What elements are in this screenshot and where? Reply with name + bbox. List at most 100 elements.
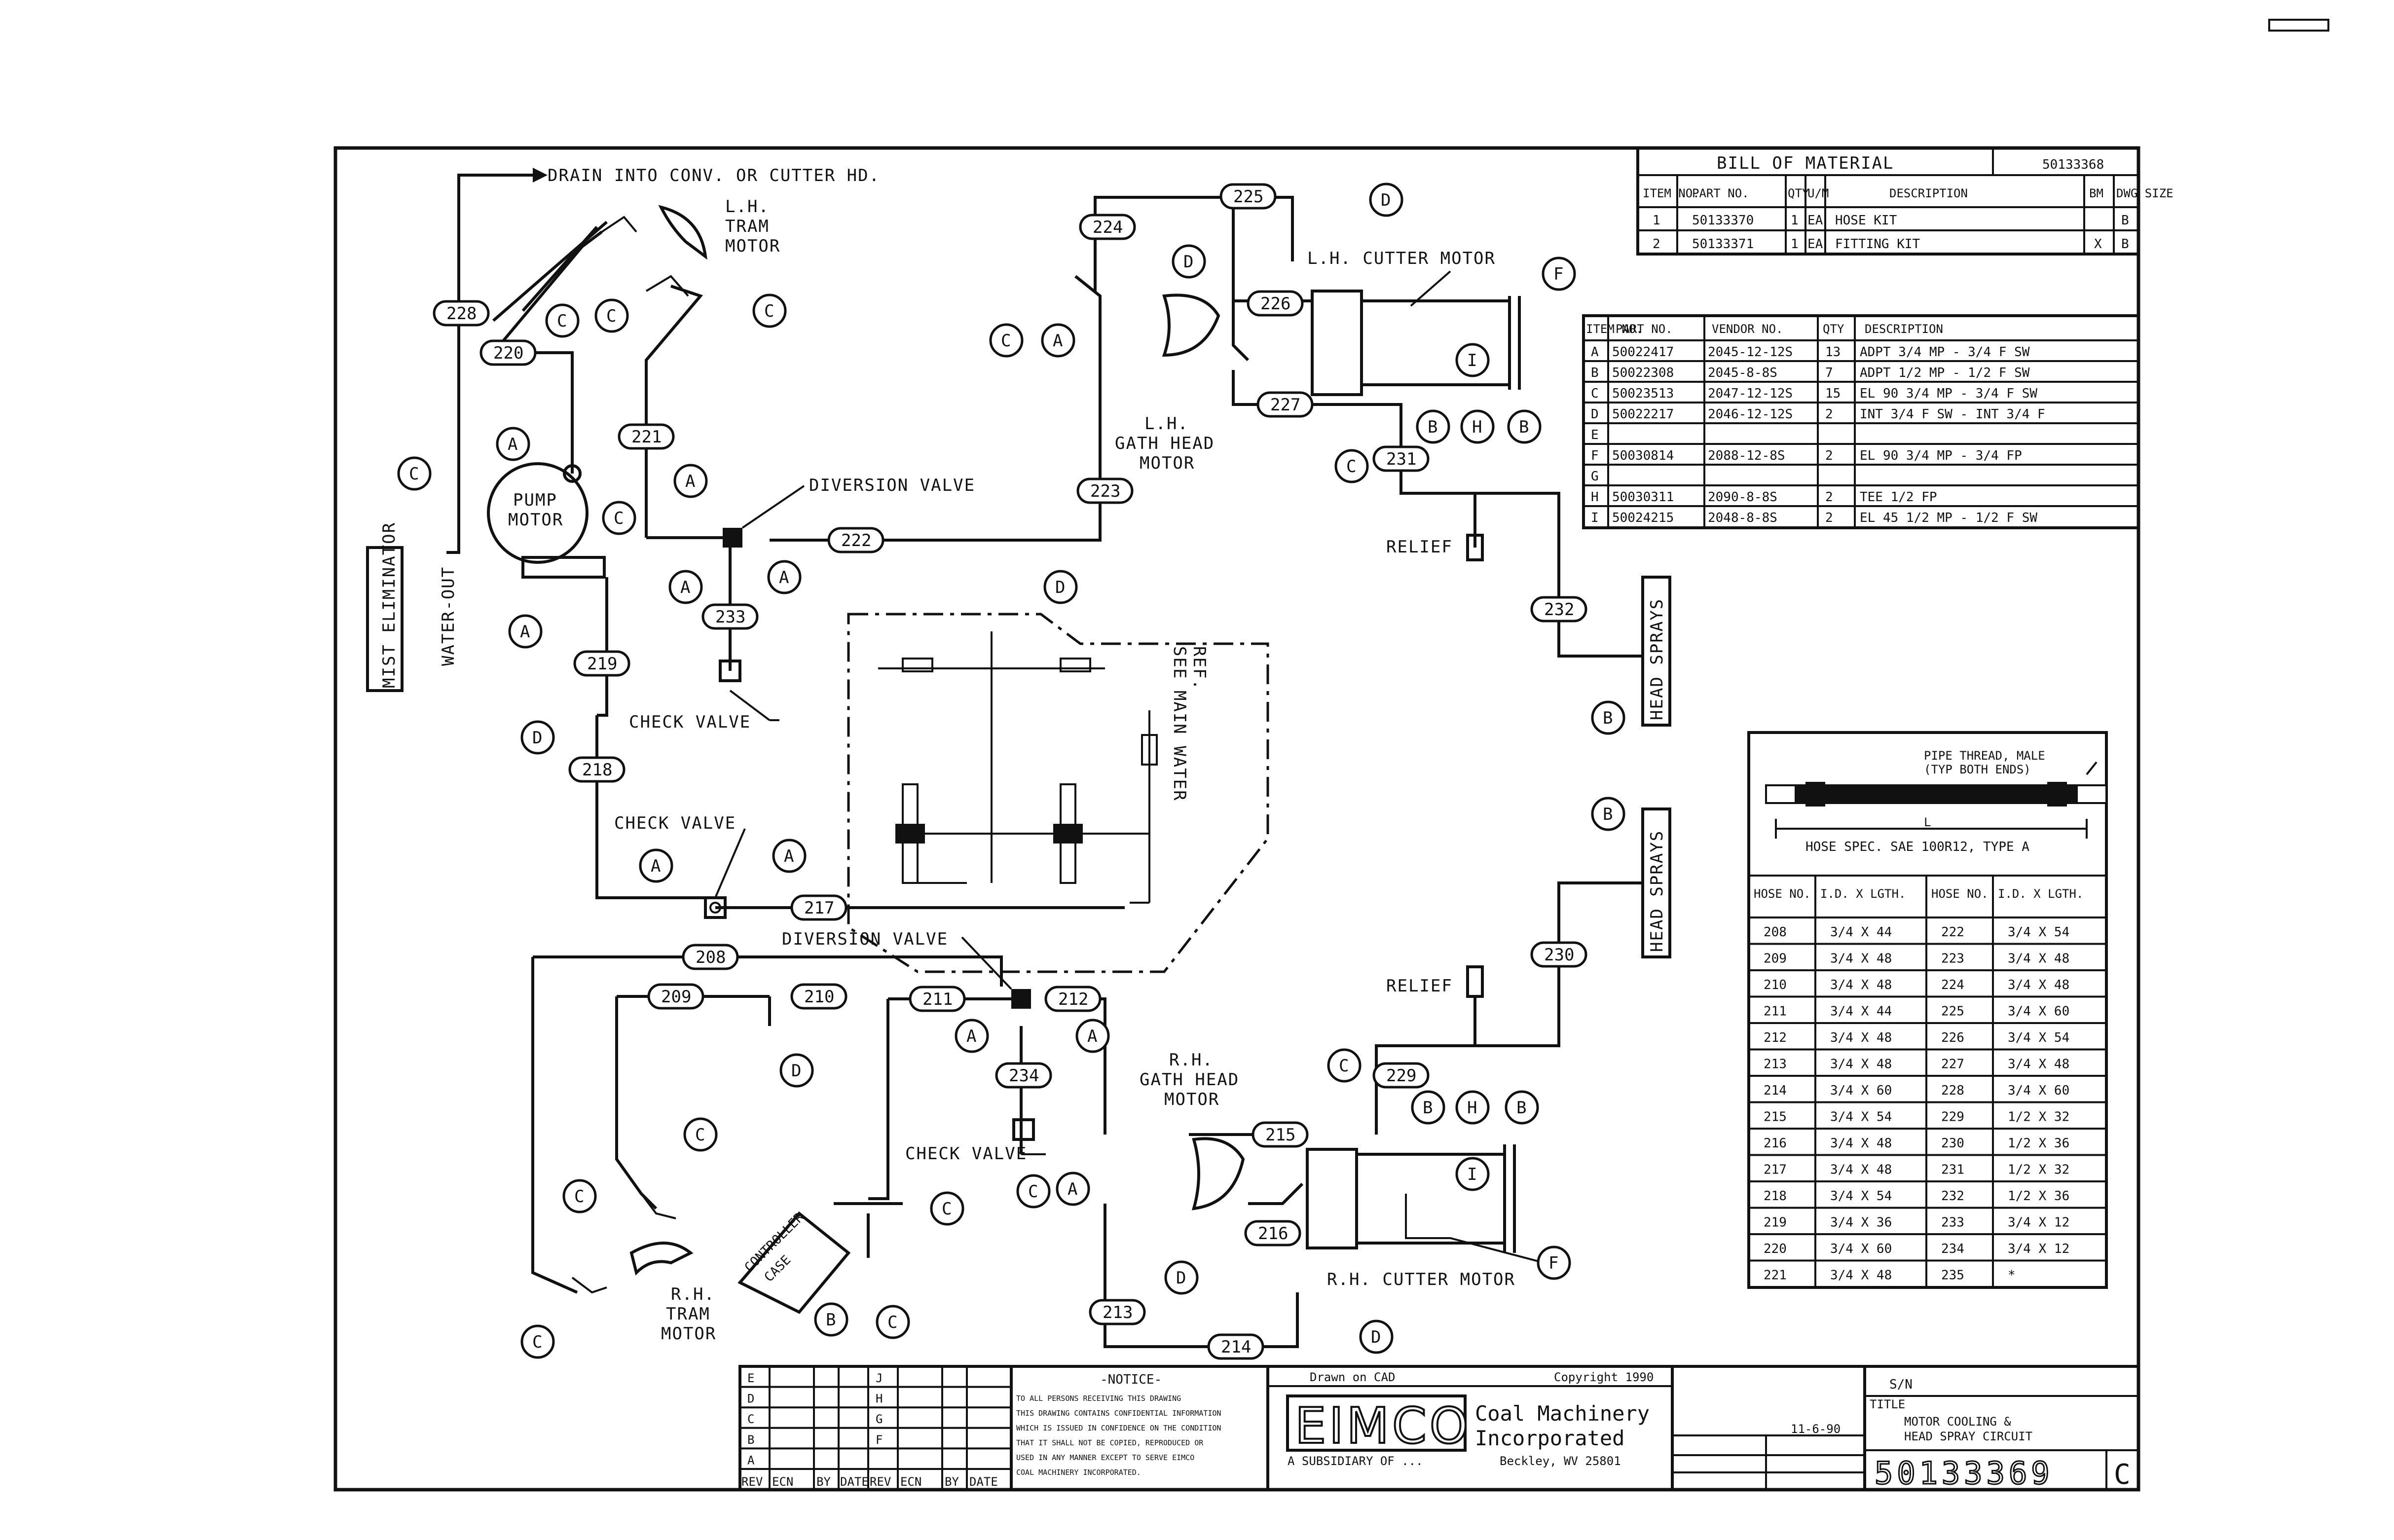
svg-text:B: B: [1603, 805, 1613, 824]
fittings-cell: 2048-8-8S: [1708, 511, 1777, 525]
company-name: Incorporated: [1475, 1426, 1624, 1450]
fittings-cell: G: [1591, 469, 1599, 484]
fittings-cell: ADPT 1/2 MP - 1/2 F SW: [1860, 366, 2030, 380]
fitting-bubble-a: A: [668, 570, 703, 604]
notice-line: COAL MACHINERY INCORPORATED.: [1016, 1468, 1141, 1477]
hose-tag-225: 225: [1219, 183, 1277, 210]
fitting-bubble-a: A: [673, 464, 708, 498]
hose-cell: *: [2008, 1268, 2016, 1283]
corner-stamp-box: [2268, 19, 2329, 32]
hose-cell: 3/4 X 48: [1830, 1030, 1892, 1045]
fitting-bubble-c: C: [520, 1324, 555, 1359]
notice-title: -NOTICE-: [1100, 1372, 1162, 1387]
svg-text:1: 1: [1791, 237, 1799, 252]
hose-spec-text: HOSE SPEC. SAE 100R12, TYPE A: [1805, 840, 2029, 854]
fitting-bubble-b: B: [1411, 1090, 1445, 1125]
rh-gath-head-label: R.H.: [1169, 1050, 1214, 1070]
svg-text:A: A: [508, 435, 517, 454]
fitting-bubble-a: A: [1041, 323, 1075, 358]
revision-letter: D: [747, 1392, 754, 1406]
rh-gath-head-motor: R.H. GATH HEAD MOTOR: [1140, 1050, 1245, 1210]
svg-text:223: 223: [1090, 481, 1120, 501]
fittings-cell: 2045-8-8S: [1708, 366, 1777, 380]
hose-cell: 223: [1941, 952, 1964, 966]
hose-cell: 3/4 X 36: [1830, 1215, 1892, 1230]
svg-text:208: 208: [696, 948, 726, 967]
hose-illustration: L: [1765, 761, 2107, 839]
svg-text:C: C: [887, 1313, 897, 1332]
hose-cell: 3/4 X 48: [1830, 1057, 1892, 1072]
revision-letter: B: [747, 1433, 754, 1447]
svg-text:C: C: [557, 311, 567, 331]
svg-text:D: D: [791, 1061, 801, 1081]
fitting-bubble-h: H: [1455, 1090, 1490, 1125]
fittings-cell: D: [1591, 407, 1599, 422]
fitting-bubble-f: F: [1542, 257, 1576, 291]
controller-case: CONTROLLER CASE: [737, 1210, 851, 1314]
fittings-cell: 2047-12-12S: [1708, 386, 1793, 401]
fitting-bubble-b: B: [1507, 409, 1542, 444]
svg-text:211: 211: [922, 990, 953, 1009]
svg-text:C: C: [409, 464, 419, 484]
lh-cutter-motor: L.H. CUTTER MOTOR: [1307, 249, 1521, 396]
fitting-bubble-i: I: [1455, 343, 1490, 377]
ref-label: REF.: [1189, 646, 1209, 691]
svg-text:A: A: [784, 846, 794, 866]
hose-cell: 3/4 X 54: [2008, 925, 2069, 940]
fittings-table: ITEM NO. PART NO. VENDOR NO. QTY DESCRIP…: [1582, 314, 2140, 529]
head-sprays-top: HEAD SPRAYS: [1641, 576, 1671, 727]
fittings-cell: F: [1591, 448, 1599, 463]
fittings-cell: EL 90 3/4 MP - 3/4 F SW: [1860, 386, 2037, 401]
svg-text:220: 220: [493, 343, 523, 363]
hose-cell: 224: [1941, 978, 1964, 992]
head-sprays-label: HEAD SPRAYS: [1647, 598, 1667, 720]
hose-tag-220: 220: [479, 339, 537, 366]
hose-tag-221: 221: [618, 423, 675, 450]
hose-tag-212: 212: [1044, 986, 1102, 1012]
svg-text:HOSE KIT: HOSE KIT: [1835, 213, 1897, 228]
hose-cell: 213: [1764, 1057, 1787, 1072]
fittings-cell: 50022308: [1612, 366, 1674, 380]
hose-cell: 3/4 X 12: [2008, 1215, 2069, 1230]
svg-text:H: H: [1467, 1098, 1477, 1118]
bill-of-material: BILL OF MATERIAL 50133368 ITEM NO. PART …: [1636, 147, 2173, 256]
fittings-cell: 15: [1825, 386, 1841, 401]
fittings-cell: 2: [1825, 407, 1833, 422]
fitting-bubble-c: C: [545, 303, 580, 338]
hose-cell: 235: [1941, 1268, 1964, 1283]
svg-text:D: D: [532, 728, 542, 748]
fittings-cell: 2090-8-8S: [1708, 490, 1777, 505]
hose-tag-211: 211: [909, 986, 966, 1012]
svg-text:216: 216: [1258, 1224, 1288, 1244]
svg-text:233: 233: [715, 607, 745, 627]
hose-cell: 1/2 X 36: [2008, 1189, 2069, 1204]
notice-line: USED IN ANY MANNER EXCEPT TO SERVE EIMCO: [1016, 1453, 1194, 1462]
pipe-thread-note: (TYP BOTH ENDS): [1924, 763, 2031, 776]
diversion-valve-bottom: DIVERSION VALVE: [782, 929, 1031, 1009]
fitting-bubble-a: A: [1056, 1172, 1090, 1206]
fittings-cell: E: [1591, 428, 1599, 442]
fitting-bubble-c: C: [930, 1191, 964, 1226]
svg-text:C: C: [614, 509, 624, 528]
hose-header: I.D. X LGTH.: [1820, 887, 1906, 901]
rh-tram-motor-label: R.H.: [671, 1284, 715, 1304]
rh-tram-motor-label: TRAM: [666, 1304, 710, 1324]
hose-cell: 233: [1941, 1215, 1964, 1230]
hose-cell: 214: [1764, 1083, 1787, 1098]
hose-cell: 3/4 X 60: [2008, 1083, 2069, 1098]
check-valve-217: CHECK VALVE: [614, 813, 746, 919]
svg-text:D: D: [1371, 1327, 1381, 1347]
fitting-bubble-c: C: [683, 1117, 718, 1152]
eimco-logo-text: EIMCO: [1295, 1397, 1472, 1455]
lh-gath-head-label: L.H.: [1144, 414, 1189, 434]
fitting-bubble-d: D: [1369, 183, 1403, 217]
svg-text:H: H: [1472, 417, 1482, 437]
hose-tag-222: 222: [827, 527, 884, 553]
hose-cell: 3/4 X 48: [2008, 978, 2069, 992]
drain-label: DRAIN INTO CONV. OR CUTTER HD.: [548, 166, 880, 185]
